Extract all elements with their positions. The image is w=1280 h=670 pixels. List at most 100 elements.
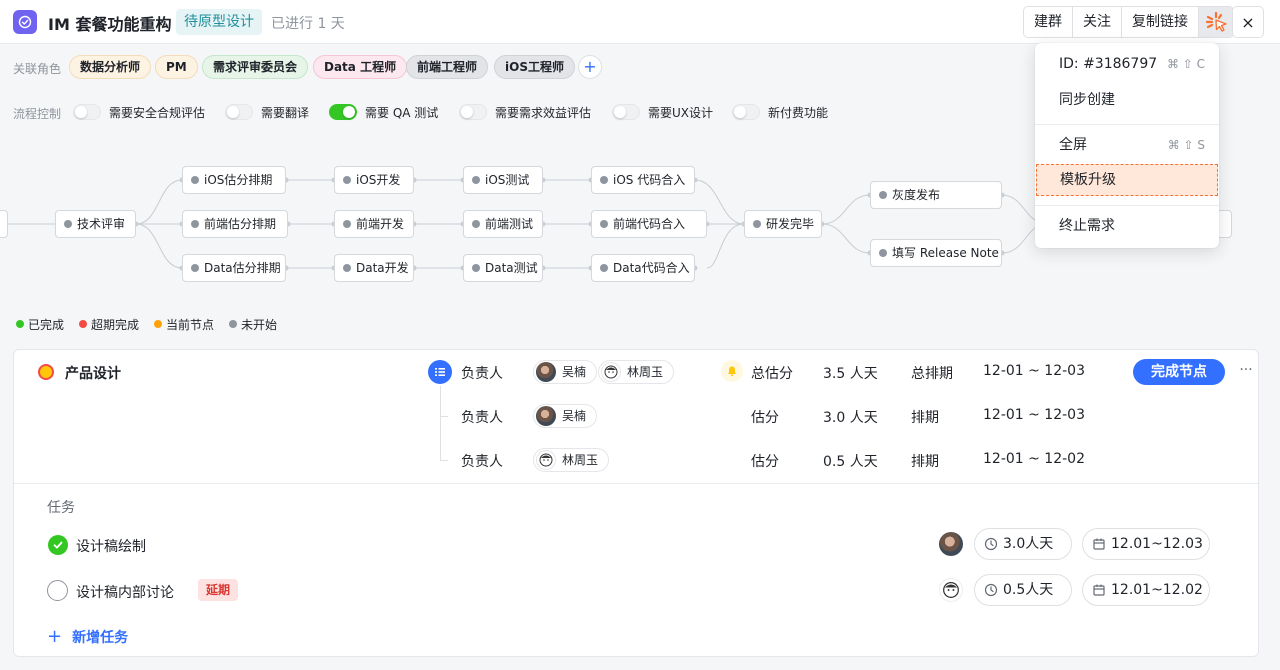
card-more-button[interactable]: ··· (1239, 362, 1253, 378)
toggle-qa-test[interactable]: 需要 QA 测试 (329, 103, 438, 121)
shortcut-hint: ⌘ ⇧ C (1166, 57, 1205, 71)
flow-node-ios-plan[interactable]: iOS估分排期 (182, 166, 286, 194)
node-label: 前端代码合入 (613, 217, 686, 231)
user-chip[interactable]: 林周玉 (533, 448, 610, 472)
plus-icon: + (47, 626, 63, 647)
effort-value: 3.0人天 (1003, 536, 1054, 552)
toggle-benefit-evaluation[interactable]: 需要需求效益评估 (459, 103, 591, 121)
bell-icon[interactable] (721, 360, 743, 382)
toggle-new-paid-feature[interactable]: 新付费功能 (732, 103, 828, 121)
legend-label: 已完成 (28, 318, 65, 332)
menu-item-terminate[interactable]: 终止需求 (1059, 218, 1115, 234)
check-icon (53, 541, 63, 549)
flow-node-ios-dev[interactable]: iOS开发 (334, 166, 414, 194)
status-dot (879, 249, 887, 257)
flow-node-ios-test[interactable]: iOS测试 (463, 166, 543, 194)
flow-node-data-merge[interactable]: Data代码合入 (591, 254, 695, 282)
switch[interactable] (459, 104, 487, 120)
task-date-pill[interactable]: 12.01~12.03 (1082, 528, 1210, 560)
more-menu-icon (1205, 11, 1227, 32)
owner-label: 负责人 (461, 410, 503, 426)
legend-overdue: 超期完成 (79, 316, 139, 333)
flow-node-previous[interactable] (0, 210, 8, 238)
user-chip[interactable]: 吴楠 (533, 404, 598, 428)
task-assignee-avatar[interactable] (939, 578, 963, 602)
clock-icon (984, 537, 998, 551)
node-label: 灰度发布 (892, 188, 941, 202)
status-badge[interactable]: 待原型设计 (176, 9, 262, 35)
node-label: iOS开发 (356, 173, 401, 187)
role-tag-frontend-engineer[interactable]: 前端工程师 (406, 55, 489, 79)
flow-node-release-note[interactable]: 填写 Release Note (870, 239, 1002, 267)
more-menu-button[interactable] (1199, 7, 1233, 37)
add-task-button[interactable]: +新增任务 (47, 626, 128, 647)
flow-node-fe-merge[interactable]: 前端代码合入 (591, 210, 707, 238)
role-tag-data-analyst[interactable]: 数据分析师 (69, 55, 152, 79)
switch[interactable] (73, 104, 101, 120)
task-assignee-avatar[interactable] (939, 532, 963, 556)
task-date-pill[interactable]: 12.01~12.02 (1082, 574, 1210, 606)
task-title[interactable]: 设计稿绘制 (76, 539, 146, 555)
menu-item-template-upgrade[interactable]: 模板升级 (1036, 164, 1218, 196)
user-name: 吴楠 (562, 409, 587, 423)
close-button[interactable]: × (1232, 6, 1264, 38)
task-title[interactable]: 设计稿内部讨论 (76, 585, 174, 601)
menu-item-fullscreen[interactable]: 全屏⌘ ⇧ S (1035, 127, 1219, 163)
toggle-ux-design[interactable]: 需要UX设计 (612, 103, 713, 121)
effort-value: 0.5人天 (1003, 582, 1054, 598)
toggle-security-compliance[interactable]: 需要安全合规评估 (73, 103, 205, 121)
role-tag-pm[interactable]: PM (155, 55, 198, 79)
flow-node-data-plan[interactable]: Data估分排期 (182, 254, 286, 282)
switch[interactable] (225, 104, 253, 120)
toggle-label: 新付费功能 (768, 105, 829, 120)
task-checkbox-checked[interactable] (48, 535, 68, 555)
user-chip[interactable]: 林周玉 (598, 360, 675, 384)
copy-link-button[interactable]: 复制链接 (1122, 7, 1199, 37)
estimate-label: 估分 (751, 454, 779, 470)
flow-node-tech-review[interactable]: 技术评审 (55, 210, 136, 238)
task-effort-pill[interactable]: 0.5人天 (974, 574, 1072, 606)
stage-title: 产品设计 (65, 366, 121, 382)
flow-node-fe-test[interactable]: 前端测试 (463, 210, 543, 238)
follow-button[interactable]: 关注 (1073, 7, 1122, 37)
role-tag-review-committee[interactable]: 需求评审委员会 (202, 55, 309, 79)
switch[interactable] (329, 104, 357, 120)
calendar-icon (1093, 538, 1105, 550)
flow-node-data-test[interactable]: Data测试 (463, 254, 543, 282)
node-label: 前端开发 (356, 217, 405, 231)
flow-node-fe-plan[interactable]: 前端估分排期 (182, 210, 288, 238)
avatar (601, 362, 621, 382)
legend-not-started: 未开始 (229, 316, 277, 333)
flow-node-data-dev[interactable]: Data开发 (334, 254, 414, 282)
complete-node-button[interactable]: 完成节点 (1133, 359, 1225, 385)
toggle-label: 需要翻译 (261, 105, 310, 120)
flow-node-dev-done[interactable]: 研发完毕 (744, 210, 822, 238)
switch[interactable] (612, 104, 640, 120)
task-effort-pill[interactable]: 3.0人天 (974, 528, 1072, 560)
flow-node-fe-dev[interactable]: 前端开发 (334, 210, 414, 238)
role-tag-ios-engineer[interactable]: iOS工程师 (494, 55, 575, 79)
tree-line (440, 386, 441, 460)
node-label: iOS估分排期 (204, 173, 273, 187)
flow-node-gray-release[interactable]: 灰度发布 (870, 181, 1002, 209)
switch[interactable] (732, 104, 760, 120)
menu-item-copy-id[interactable]: ID: #3186797⌘ ⇧ C (1035, 46, 1219, 82)
add-role-button[interactable]: + (578, 55, 602, 79)
status-dot (600, 264, 608, 272)
legend-dot (229, 320, 237, 328)
status-dot (472, 220, 480, 228)
tree-line (440, 416, 448, 417)
node-label: 研发完毕 (766, 217, 815, 231)
legend-dot (16, 320, 24, 328)
status-dot (343, 264, 351, 272)
user-chip[interactable]: 吴楠 (533, 360, 598, 384)
role-tag-data-engineer[interactable]: Data 工程师 (313, 55, 408, 79)
task-checkbox-unchecked[interactable] (47, 580, 68, 601)
menu-item-sync-create[interactable]: 同步创建 (1059, 92, 1115, 108)
create-group-button[interactable]: 建群 (1024, 7, 1073, 37)
list-icon[interactable] (428, 360, 452, 384)
flow-node-ios-merge[interactable]: iOS 代码合入 (591, 166, 695, 194)
status-dot (879, 191, 887, 199)
toggle-translation[interactable]: 需要翻译 (225, 103, 309, 121)
status-dot (191, 176, 199, 184)
